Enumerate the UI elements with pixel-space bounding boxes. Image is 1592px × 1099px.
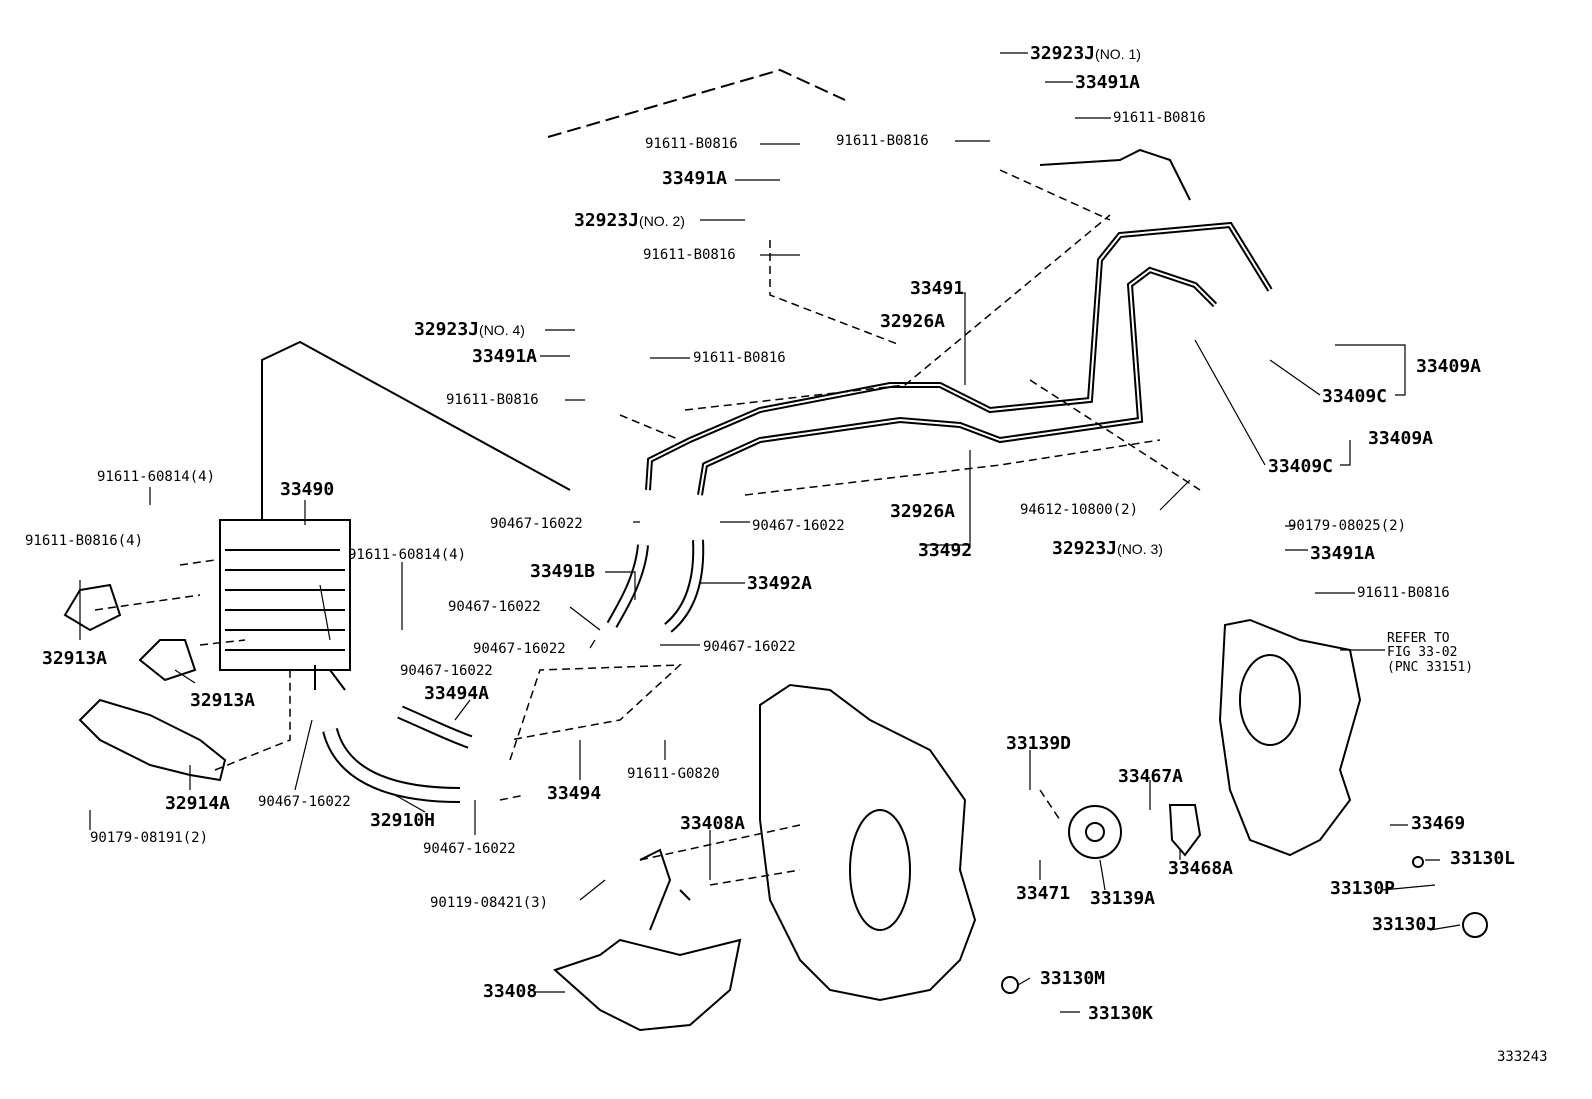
label-33494: 33494	[547, 783, 602, 804]
bracket-32913a-2	[138, 639, 197, 682]
label-91611-60814: 91611-60814(4)	[97, 469, 216, 485]
gear-33468a	[1168, 804, 1202, 857]
label-32923j-no2: 32923J(NO. 2)	[574, 212, 685, 230]
label-33492a: 33492A	[747, 573, 813, 594]
label-90179-08191: 90179-08191(2)	[90, 830, 209, 846]
cooler-frame-outline	[261, 340, 571, 520]
label-33130j: 33130J	[1372, 914, 1438, 935]
label-33409c: 33409C	[1268, 456, 1334, 477]
label-33469: 33469	[1411, 813, 1466, 834]
label-33491a: 33491A	[1075, 72, 1141, 93]
label-32923j-no4: 32923J(NO. 4)	[414, 321, 525, 339]
part-suffix: (NO. 2)	[639, 213, 685, 229]
label-91611-60814: 91611-60814(4)	[348, 547, 467, 563]
label-90467-16022: 90467-16022	[490, 516, 583, 532]
label-33409a: 33409A	[1368, 428, 1434, 449]
label-33130m: 33130M	[1040, 968, 1106, 989]
part-suffix: (NO. 4)	[479, 322, 525, 338]
label-91611-b0816: 91611-B0816	[1357, 585, 1450, 601]
label-33130k: 33130K	[1088, 1003, 1154, 1024]
label-33130l: 33130L	[1450, 848, 1516, 869]
bracket-32913a-1	[63, 583, 122, 632]
label-32914a: 32914A	[165, 793, 231, 814]
transfer-case-housing	[759, 683, 977, 1002]
label-33409a: 33409A	[1416, 356, 1482, 377]
label-91611-b0816: 91611-B0816	[446, 392, 539, 408]
label-33491a: 33491A	[662, 168, 728, 189]
housing-bore	[849, 809, 911, 931]
part-suffix: (NO. 3)	[1117, 541, 1163, 557]
label-32926a: 32926A	[880, 311, 946, 332]
oil-strainer-33408	[553, 938, 742, 1032]
label-32913a: 32913A	[42, 648, 108, 669]
label-33491: 33491	[910, 278, 965, 299]
label-91611-b0816: 91611-B0816	[693, 350, 786, 366]
label-90467-16022: 90467-16022	[473, 641, 566, 657]
leader-lines	[79, 52, 1461, 1013]
label-33408a: 33408A	[680, 813, 746, 834]
label-33491b: 33491B	[530, 561, 596, 582]
bracket-32914a	[78, 698, 227, 782]
engine-outline	[547, 68, 846, 138]
label-90467-16022: 90467-16022	[703, 639, 796, 655]
label-91611-b0816: 91611-B0816	[643, 247, 736, 263]
label-91611-b0816: 91611-B0816	[1113, 110, 1206, 126]
label-90119-08421: 90119-08421(3)	[430, 895, 549, 911]
label-33471: 33471	[1016, 883, 1071, 904]
label-90467-16022: 90467-16022	[448, 599, 541, 615]
label-33139a: 33139A	[1090, 888, 1156, 909]
part-number: 32923J	[1030, 43, 1096, 64]
label-33494a: 33494A	[424, 683, 490, 704]
part-number: 32923J	[574, 210, 640, 231]
label-33492: 33492	[918, 540, 973, 561]
label-94612-10800: 94612-10800(2)	[1020, 502, 1139, 518]
part-number: 32923J	[414, 319, 480, 340]
guide-lines	[94, 169, 1201, 886]
label-32923j-no1: 32923J(NO. 1)	[1030, 45, 1141, 63]
reference-line: (PNC 33151)	[1387, 659, 1474, 675]
oil-cooler	[219, 519, 351, 691]
label-33130p: 33130P	[1330, 878, 1396, 899]
part-number: 32923J	[1052, 538, 1118, 559]
label-90467-16022: 90467-16022	[258, 794, 351, 810]
label-33491a: 33491A	[472, 346, 538, 367]
reference-note: REFER TO FIG 33-02 (PNC 33151)	[1387, 631, 1474, 675]
label-91611-b0816: 91611-B0816	[645, 136, 738, 152]
label-32923j-no3: 32923J(NO. 3)	[1052, 540, 1163, 558]
label-91611-b0816-4: 91611-B0816(4)	[25, 533, 144, 549]
part-suffix: (NO. 1)	[1095, 46, 1141, 62]
label-91611-g0820: 91611-G0820	[627, 766, 720, 782]
label-90467-16022: 90467-16022	[423, 841, 516, 857]
label-32913a: 32913A	[190, 690, 256, 711]
label-32926a: 32926A	[890, 501, 956, 522]
label-90467-16022: 90467-16022	[400, 663, 493, 679]
reference-line: FIG 33-02	[1387, 645, 1458, 661]
label-33490: 33490	[280, 479, 335, 500]
label-91611-b0816: 91611-B0816	[836, 133, 929, 149]
label-90467-16022: 90467-16022	[752, 518, 845, 534]
label-33409c: 33409C	[1322, 386, 1388, 407]
transmission-outline	[1039, 148, 1191, 201]
label-33408: 33408	[483, 981, 538, 1002]
oil-pump-cover-33139a	[1068, 805, 1122, 859]
o-ring-33130m	[1001, 976, 1019, 994]
label-32910h: 32910H	[370, 810, 436, 831]
figure-id: 333243	[1497, 1049, 1548, 1065]
reference-line: REFER TO	[1387, 631, 1450, 646]
label-33491a: 33491A	[1310, 543, 1376, 564]
plug-33130j	[1462, 912, 1488, 938]
label-33139d: 33139D	[1006, 733, 1072, 754]
label-33467a: 33467A	[1118, 766, 1184, 787]
extension-housing	[1218, 618, 1362, 857]
label-33468a: 33468A	[1168, 858, 1234, 879]
label-90179-08025: 90179-08025(2)	[1288, 518, 1407, 534]
